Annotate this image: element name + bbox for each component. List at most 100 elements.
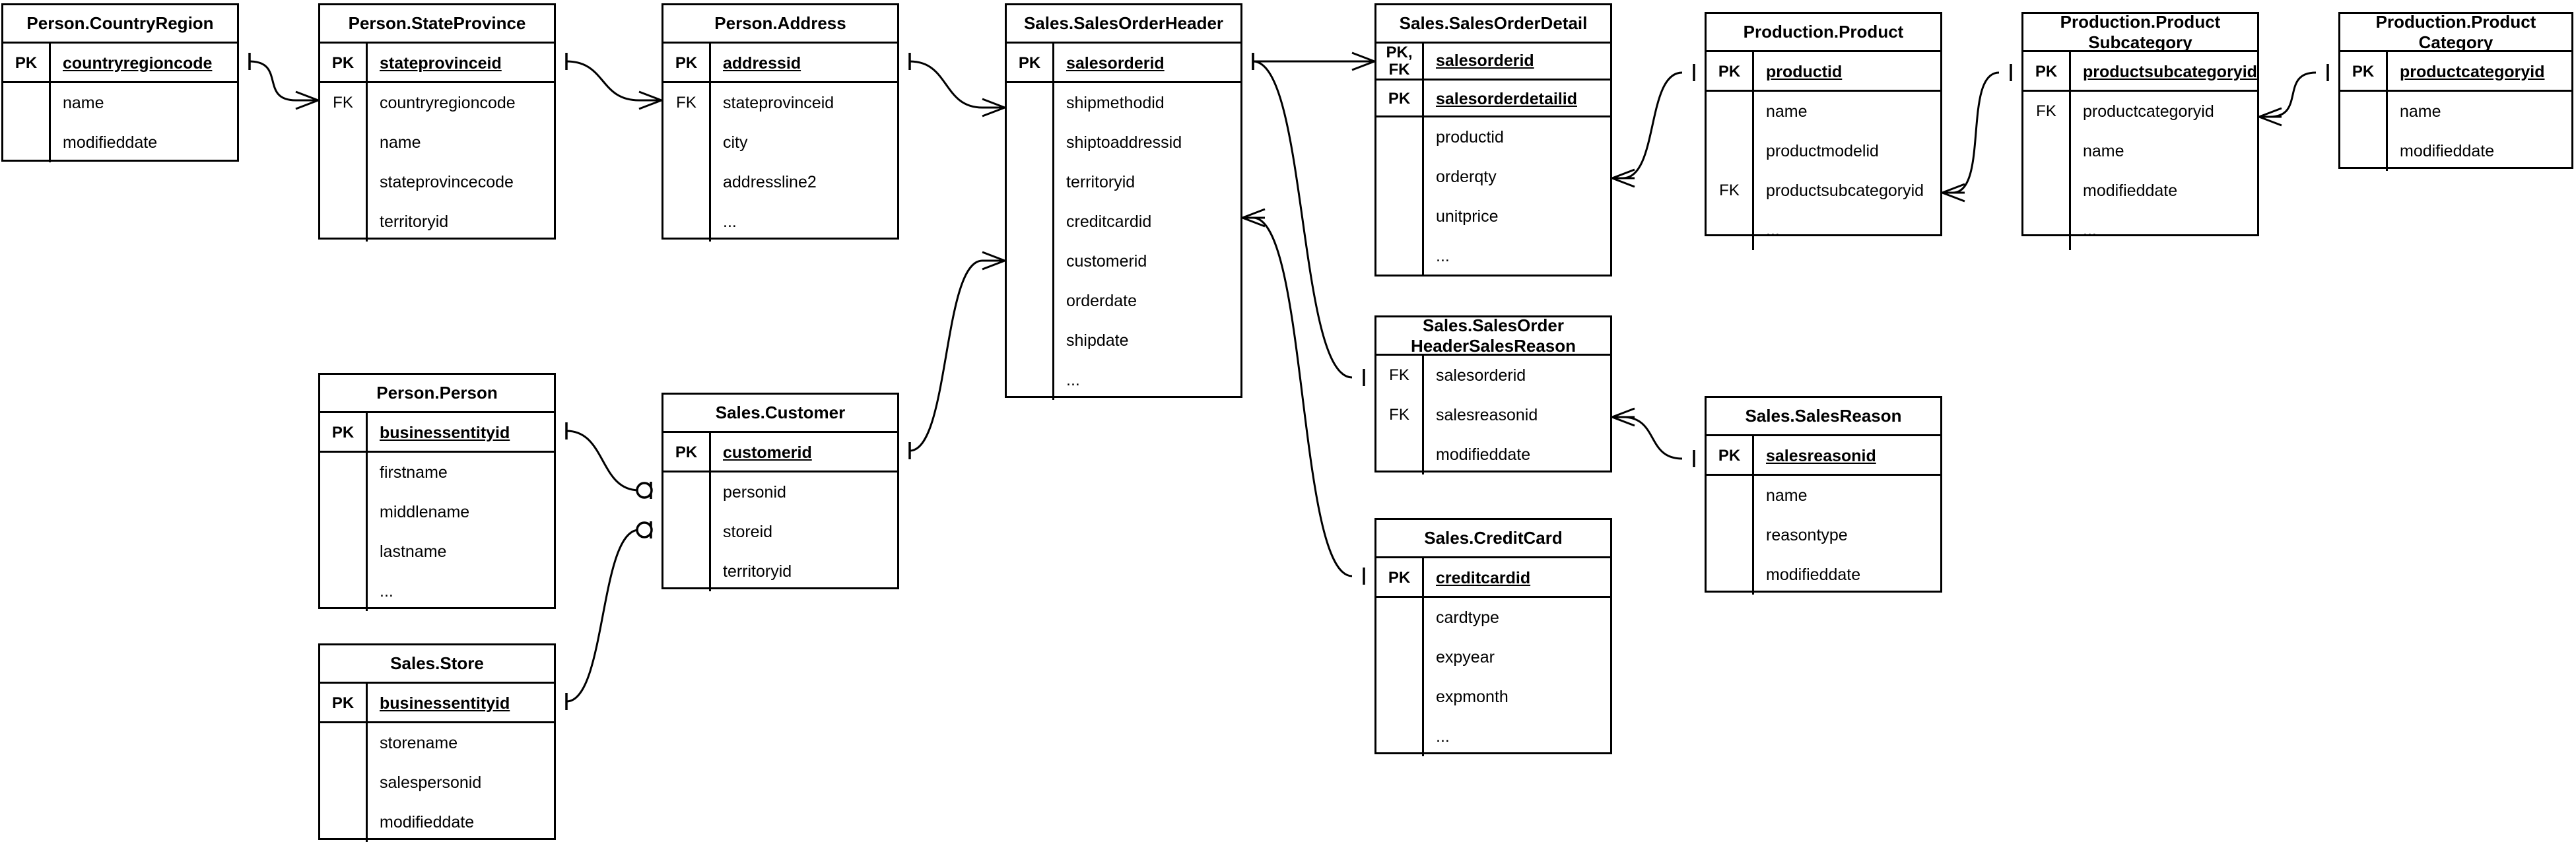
key-column xyxy=(1707,476,1754,595)
attribute-name: shipdate xyxy=(1066,331,1129,350)
rel-store-customer xyxy=(565,521,653,710)
attribute-name-column: salesorderid xyxy=(1054,44,1240,81)
key-column xyxy=(1376,117,1424,276)
attribute-name: ... xyxy=(380,581,393,601)
key-cell xyxy=(1007,202,1052,242)
key-column: FK xyxy=(320,83,368,242)
key-cell xyxy=(1707,555,1752,595)
primary-key-name: businessentityid xyxy=(380,423,510,442)
key-cell xyxy=(1007,123,1052,162)
key-column: PK xyxy=(1707,52,1754,90)
key-cell: PK xyxy=(331,424,355,442)
key-cell xyxy=(663,123,709,162)
attribute-name-column: businessentityid xyxy=(368,684,554,721)
attribute-name-column: productcategoryid xyxy=(2388,52,2571,90)
key-cell xyxy=(1376,197,1422,236)
entity-title: Person.StateProvince xyxy=(320,5,554,44)
primary-key-name: productsubcategoryid xyxy=(2083,62,2257,81)
attribute-name: reasontype xyxy=(1766,525,1848,544)
rel-countryregion-stateprovince xyxy=(248,53,319,110)
key-cell xyxy=(1707,92,1752,131)
key-column: PK xyxy=(663,44,711,81)
primary-key-name: salesorderid xyxy=(1424,44,1610,81)
key-column xyxy=(1376,598,1424,756)
attribute-name: modifieddate xyxy=(2400,141,2495,160)
attribute-name: expmonth xyxy=(1436,687,1508,706)
entity-title: Person.Person xyxy=(320,375,554,413)
attribute-name-column: stateprovinceid xyxy=(368,44,554,81)
attribute-name: stateprovincecode xyxy=(380,172,514,191)
key-cell: FK xyxy=(676,94,696,112)
rel-product-productsubcategory xyxy=(1942,64,2012,203)
primary-key-name: productid xyxy=(1766,62,1843,81)
attribute-name-column: countryregioncode xyxy=(51,44,237,81)
key-column: FK xyxy=(2023,92,2071,250)
primary-key-block: PK productid xyxy=(1707,52,1940,92)
attribute-name-column: productid xyxy=(1754,52,1940,90)
key-cell: PK xyxy=(331,54,355,73)
key-column: PK xyxy=(320,413,368,451)
attribute-name: creditcardid xyxy=(1066,212,1152,231)
key-cell: PK xyxy=(2352,63,2375,81)
key-cell xyxy=(1376,435,1422,474)
key-cell: FK xyxy=(1719,181,1740,200)
attribute-name: cardtype xyxy=(1436,608,1499,627)
primary-key-name: addressid xyxy=(723,53,801,73)
attribute-name: territoryid xyxy=(1066,172,1135,191)
attribute-name: modifieddate xyxy=(2083,181,2178,200)
rel-productsubcategory-productcategory xyxy=(2258,64,2329,127)
key-column: PK xyxy=(2023,52,2071,90)
entity-title: Sales.SalesOrder HeaderSalesReason xyxy=(1376,315,1610,356)
key-column: PK xyxy=(320,684,368,721)
key-cell xyxy=(2023,211,2069,250)
primary-key-block: PK productcategoryid xyxy=(2340,52,2571,92)
rel-salesorderheader-salesorderdetail xyxy=(1252,51,1375,71)
entity-title: Sales.Store xyxy=(320,645,554,684)
entity-title: Production.Product Category xyxy=(2340,12,2571,52)
key-cell xyxy=(663,512,709,552)
key-cell: PK xyxy=(675,54,698,73)
key-column: FK xyxy=(1707,92,1754,250)
key-column: PK xyxy=(1376,558,1424,596)
key-cell: FK xyxy=(2036,102,2056,121)
attribute-name: productmodelid xyxy=(1766,141,1879,160)
key-cell xyxy=(1007,83,1052,123)
key-cell: PK xyxy=(331,694,355,713)
primary-key-block: PK addressid xyxy=(663,44,897,83)
rel-salesorderheader-salesorderheadersalesreason xyxy=(1252,53,1365,386)
attribute-name: ... xyxy=(723,212,737,231)
key-cell: PK xyxy=(1718,63,1741,81)
attribute-name: modifieddate xyxy=(380,812,475,831)
key-cell xyxy=(1376,157,1422,197)
primary-key-block: PK productsubcategoryid xyxy=(2023,52,2257,92)
